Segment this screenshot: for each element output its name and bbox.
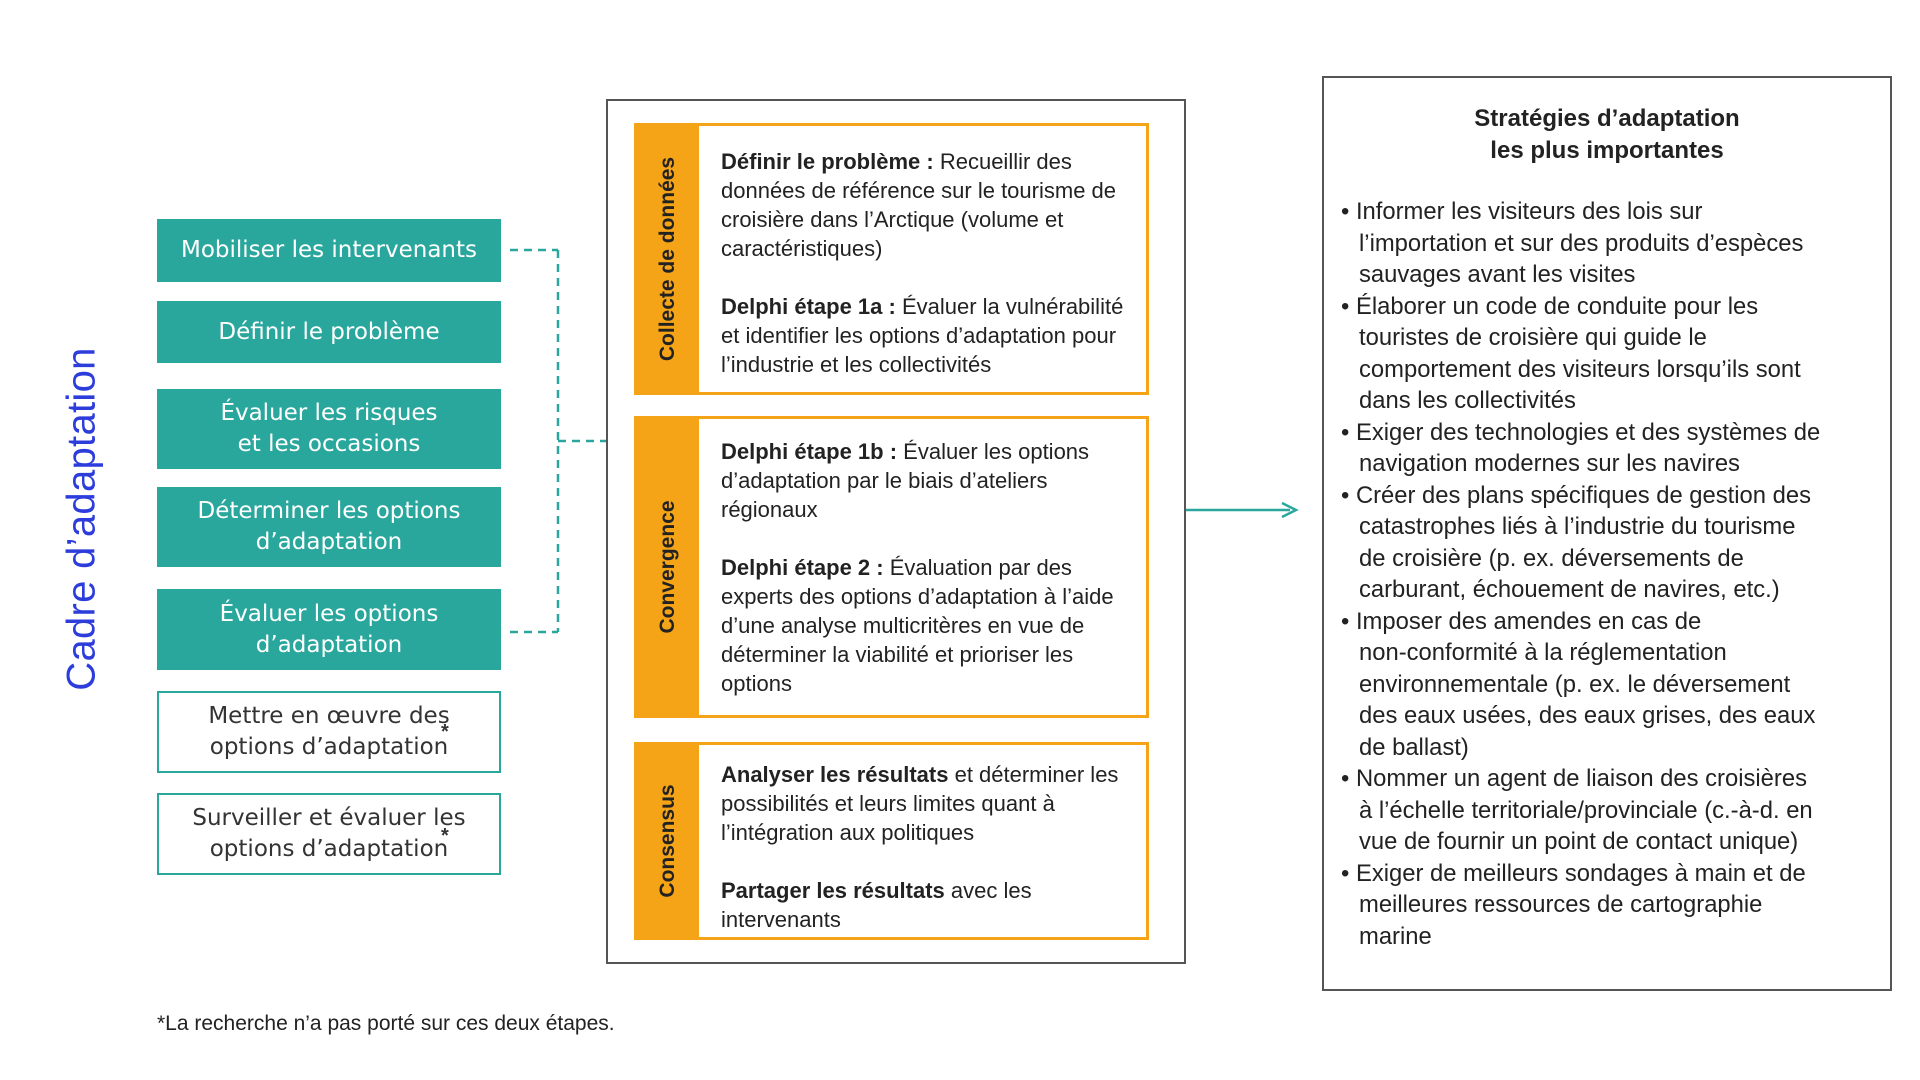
asterisk-mark: *	[441, 825, 449, 847]
methodology-frame	[606, 99, 1186, 964]
strategy-item: • Nommer un agent de liaison des croisiè…	[1341, 765, 1813, 855]
paragraph-lead: Analyser les résultats	[721, 762, 949, 787]
phase-tab: Collecte de données	[637, 126, 699, 392]
strategies-panel: Stratégies d’adaptation les plus importa…	[1322, 76, 1892, 991]
step-evaluate-options: Évaluer les options d’adaptation	[157, 589, 501, 670]
phase-convergence: Convergence Delphi étape 1b : Évaluer le…	[634, 416, 1149, 718]
paragraph-text: Évaluer la vulnérabilité et identifier l…	[721, 294, 1124, 377]
asterisk-mark: *	[441, 721, 449, 743]
phase-paragraph: Delphi étape 2 : Évaluation par des expe…	[721, 553, 1146, 698]
paragraph-text: avec les intervenants	[721, 878, 1032, 932]
arrow-head	[1281, 501, 1299, 519]
phase-tab-label: Convergence	[656, 500, 679, 634]
paragraph-text: et déterminer les possibilités et leurs …	[721, 762, 1119, 845]
paragraph-text: Évaluation par des experts des options d…	[721, 555, 1114, 696]
dashed-bracket	[510, 248, 606, 634]
strategies-title: Stratégies d’adaptation les plus importa…	[1474, 105, 1740, 164]
paragraph-lead: Partager les résultats	[721, 878, 945, 903]
strategy-item: • Imposer des amendes en cas de non-conf…	[1341, 607, 1816, 761]
paragraph-lead: Définir le problème :	[721, 149, 934, 174]
strategy-item: • Créer des plans spécifiques de gestion…	[1341, 481, 1812, 604]
phase-tab-label: Collecte de données	[656, 156, 679, 362]
paragraph-lead: Delphi étape 1a :	[721, 294, 896, 319]
step-assess-risks: Évaluer les risques et les occasions	[157, 389, 501, 469]
footnote: *La recherche n’a pas porté sur ces deux…	[157, 1012, 615, 1035]
strategies-list: • Informer les visiteurs des lois sur l’…	[1341, 196, 1882, 952]
phase-tab-label: Consensus	[656, 784, 679, 898]
paragraph-lead: Delphi étape 1b :	[721, 439, 898, 464]
phase-paragraph: Delphi étape 1a : Évaluer la vulnérabili…	[721, 292, 1146, 379]
strategy-item: • Exiger des technologies et des système…	[1341, 418, 1821, 478]
phase-body: Delphi étape 1b : Évaluer les options d’…	[721, 437, 1146, 698]
paragraph-text: Recueillir des données de référence sur …	[721, 149, 1117, 261]
phase-paragraph: Delphi étape 1b : Évaluer les options d’…	[721, 437, 1146, 524]
step-implement-options: Mettre en œuvre des options d’adaptation	[157, 691, 501, 773]
step-mobilize-stakeholders: Mobiliser les intervenants	[157, 219, 501, 282]
strategy-item: • Élaborer un code de conduite pour les …	[1341, 292, 1801, 415]
step-monitor-options: Surveiller et évaluer les options d’adap…	[157, 793, 501, 875]
paragraph-lead: Delphi étape 2 :	[721, 555, 884, 580]
strategy-item: • Exiger de meilleurs sondages à main et…	[1341, 859, 1806, 950]
strategy-item: • Informer les visiteurs des lois sur l’…	[1341, 198, 1804, 288]
paragraph-text: Évaluer les options d’adaptation par le …	[721, 439, 1090, 522]
phase-body: Analyser les résultats et déterminer les…	[721, 760, 1146, 934]
phase-data-collection: Collecte de données Définir le problème …	[634, 123, 1149, 395]
phase-paragraph: Analyser les résultats et déterminer les…	[721, 760, 1146, 847]
phase-consensus: Consensus Analyser les résultats et déte…	[634, 742, 1149, 940]
phase-paragraph: Partager les résultats avec les interven…	[721, 876, 1146, 934]
phase-tab: Consensus	[637, 745, 699, 937]
phase-body: Définir le problème : Recueillir des don…	[721, 147, 1146, 379]
step-identify-options: Déterminer les options d’adaptation	[157, 487, 501, 567]
step-define-problem: Définir le problème	[157, 301, 501, 363]
phase-tab: Convergence	[637, 419, 699, 715]
phase-paragraph: Définir le problème : Recueillir des don…	[721, 147, 1146, 263]
